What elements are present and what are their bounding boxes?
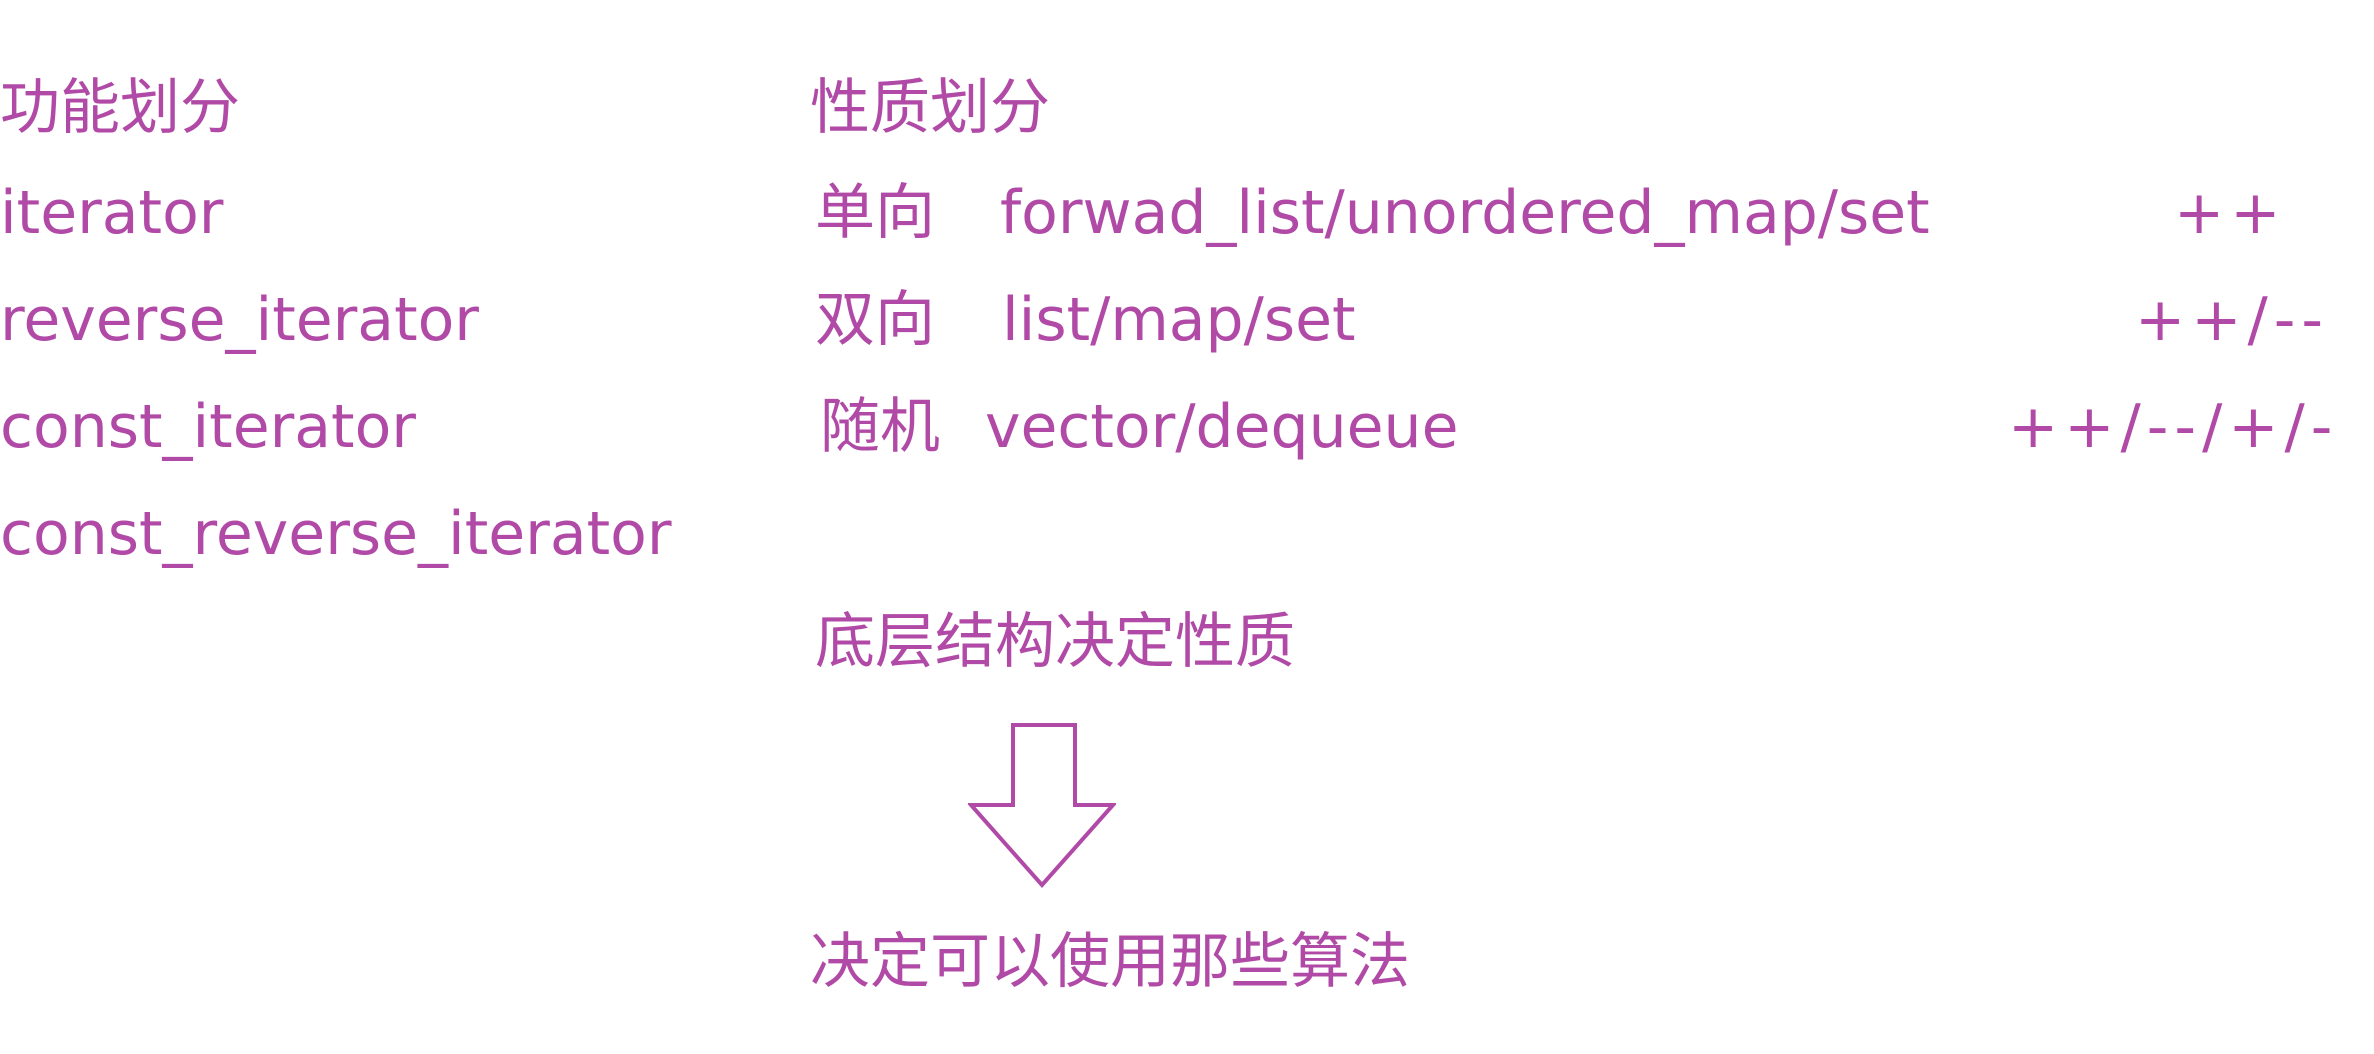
- function-item-const-iterator: const_iterator: [0, 392, 416, 462]
- nature-kind-bidirectional: 双向: [815, 285, 935, 355]
- nature-ops-random: ++/--/+/-: [2008, 392, 2339, 462]
- nature-kind-unidirectional: 单向: [815, 178, 935, 248]
- function-item-iterator: iterator: [0, 178, 224, 248]
- nature-ops-unidirectional: ++: [2174, 178, 2287, 248]
- function-item-reverse-iterator: reverse_iterator: [0, 285, 479, 355]
- function-item-const-reverse-iterator: const_reverse_iterator: [0, 499, 672, 569]
- note-top: 底层结构决定性质: [815, 607, 1295, 677]
- nature-section-title: 性质划分: [810, 73, 1050, 143]
- nature-kind-random: 随机: [820, 392, 940, 462]
- note-bottom: 决定可以使用那些算法: [810, 927, 1410, 997]
- nature-containers-unidirectional: forwad_list/unordered_map/set: [1000, 178, 1930, 248]
- down-arrow-icon: [968, 723, 1116, 889]
- function-section-title: 功能划分: [0, 73, 240, 143]
- nature-containers-bidirectional: list/map/set: [1002, 285, 1356, 355]
- nature-ops-bidirectional: ++/--: [2135, 285, 2330, 355]
- nature-containers-random: vector/dequeue: [985, 392, 1459, 462]
